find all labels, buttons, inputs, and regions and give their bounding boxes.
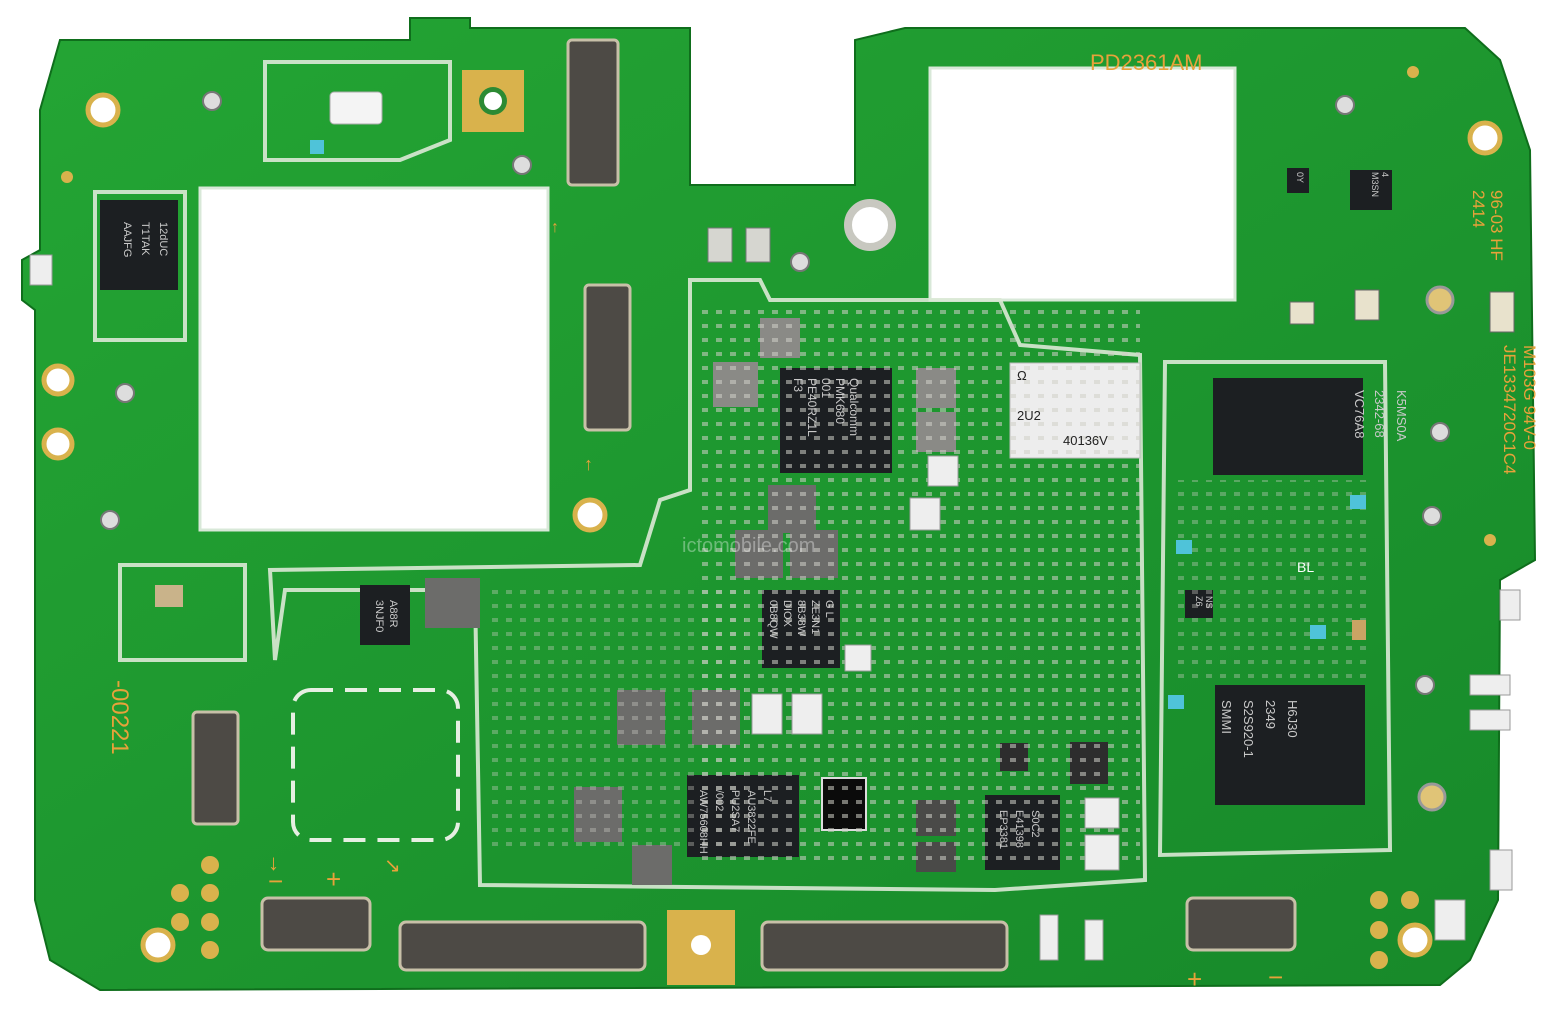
passive-field xyxy=(485,300,1370,860)
polarity-arrow: ↓ xyxy=(268,850,279,875)
bl-mark: BL xyxy=(1297,559,1314,575)
svg-text:0B8QW: 0B8QW xyxy=(767,600,779,639)
silkscreen-labels: PD2361AM 96-03 HF 2414 M103G 94V-0 JE133… xyxy=(106,50,1539,994)
svg-text:NS: NS xyxy=(1204,596,1214,609)
shield-outline-left xyxy=(93,190,187,342)
svg-text:SMMI: SMMI xyxy=(1219,700,1234,734)
polarity-minus-right: − xyxy=(1268,962,1283,992)
edge-label-line-3: M103G 94V-0 xyxy=(1520,345,1539,450)
cyan-parts xyxy=(310,140,1366,709)
svg-text:0Y: 0Y xyxy=(1295,172,1305,183)
left-edge-label: -00221 xyxy=(106,680,133,755)
svg-text:L7: L7 xyxy=(761,790,773,802)
svg-text:AAJFG: AAJFG xyxy=(121,222,133,257)
svg-text:AU3822FE: AU3822FE xyxy=(745,790,757,844)
svg-text:T1TAK: T1TAK xyxy=(139,222,151,256)
svg-text:S0C2: S0C2 xyxy=(1029,810,1041,838)
polarity-plus: + xyxy=(326,864,341,894)
edge-label-line-1: 96-03 HF xyxy=(1487,190,1506,261)
polarity-minus: − xyxy=(268,866,283,896)
dashed-square xyxy=(291,688,460,842)
svg-text:12dUC: 12dUC xyxy=(157,222,169,256)
svg-text:2342-68: 2342-68 xyxy=(1372,390,1387,438)
svg-text:G L: G L xyxy=(823,600,835,618)
svg-text:ZE3N1: ZE3N1 xyxy=(809,600,821,634)
svg-text:M3SN: M3SN xyxy=(1370,172,1380,197)
svg-text:S2S920-1: S2S920-1 xyxy=(1241,700,1256,758)
svg-text:2U2: 2U2 xyxy=(1017,408,1041,423)
arrow-mark-1: ↑ xyxy=(551,219,559,236)
shield-outline-right xyxy=(1157,360,1393,858)
shield-outline-bl xyxy=(118,563,247,662)
chip-markings: Qualcomm PMK680 001 PE40RZ1L F3 Ω 2U2 40… xyxy=(121,172,1409,854)
svg-text:Ω: Ω xyxy=(1017,368,1027,383)
top-cutout xyxy=(928,66,1237,302)
svg-text:AW75608HH: AW75608HH xyxy=(697,790,709,854)
svg-text:4: 4 xyxy=(1380,172,1390,177)
polarity-plus-right: + xyxy=(1187,964,1202,994)
shield-outline-top xyxy=(263,60,452,162)
svg-text:/002: /002 xyxy=(713,790,725,811)
svg-text:40136V: 40136V xyxy=(1063,433,1108,448)
model-label: PD2361AM xyxy=(1090,50,1203,75)
svg-text:3NJF0: 3NJF0 xyxy=(373,600,385,632)
polarity-diag: ↘ xyxy=(384,855,401,877)
svg-text:K5MS0A: K5MS0A xyxy=(1394,390,1409,442)
camera-cutout xyxy=(198,186,550,532)
svg-text:Z6: Z6 xyxy=(1194,596,1204,607)
svg-text:VC76A8: VC76A8 xyxy=(1352,390,1367,438)
watermark: ictomobile.com xyxy=(682,535,815,557)
white-components xyxy=(29,91,1521,961)
svg-text:PU2SA7: PU2SA7 xyxy=(729,790,741,832)
svg-text:DIOX: DIOX xyxy=(781,600,793,628)
svg-text:E41398: E41398 xyxy=(1013,810,1025,848)
svg-text:H6J30: H6J30 xyxy=(1285,700,1300,738)
arrow-mark-2: ↑ xyxy=(584,454,593,474)
svg-text:8B38W: 8B38W xyxy=(795,600,807,637)
connectors xyxy=(191,38,1297,972)
svg-text:PMK680: PMK680 xyxy=(833,378,847,424)
gold-pads xyxy=(61,66,1496,985)
svg-text:Qualcomm: Qualcomm xyxy=(847,378,861,436)
mounting-holes xyxy=(41,92,1503,963)
svg-text:PE40RZ1L: PE40RZ1L xyxy=(805,378,819,437)
svg-text:A88R: A88R xyxy=(387,600,399,628)
edge-label-line-2: 2414 xyxy=(1469,190,1488,228)
edge-label-line-4: JE1334720C1C4 xyxy=(1500,345,1519,474)
svg-text:EP3381: EP3381 xyxy=(997,810,1009,849)
svg-text:2349: 2349 xyxy=(1263,700,1278,729)
svg-text:001: 001 xyxy=(819,378,833,398)
svg-text:F3: F3 xyxy=(791,378,805,392)
rf-test-points xyxy=(100,91,1455,812)
